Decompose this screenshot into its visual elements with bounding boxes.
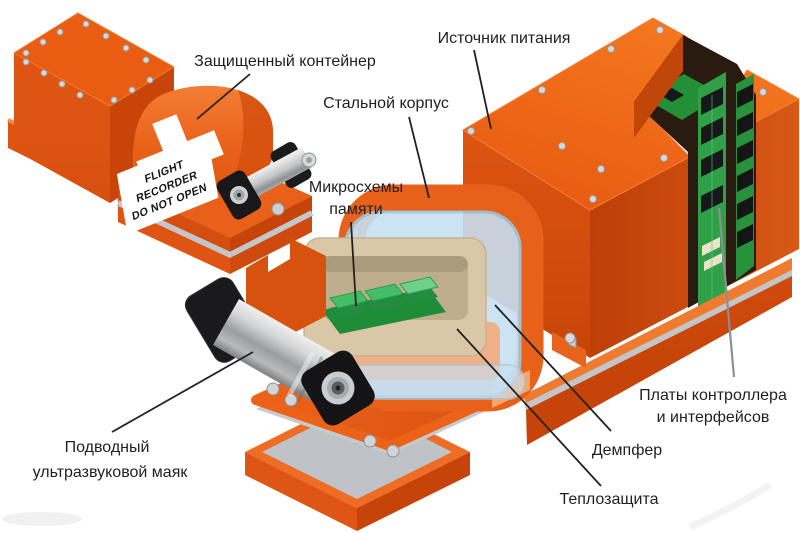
module-pedestal-right: [357, 452, 470, 531]
leader-heat-protection: [456, 328, 602, 487]
base-washer: [271, 202, 285, 216]
label-protected-container: Защищенный контейнер: [194, 53, 376, 70]
label-power-source: Источник питания: [438, 30, 571, 47]
cavity-shadow: [322, 256, 468, 272]
leader-underwater-beacon: [111, 351, 254, 433]
leader-controller-boards: [717, 207, 736, 378]
lug-bolt-head: [564, 332, 576, 344]
memory-chip: [399, 276, 439, 304]
label-damper: Демпфер: [592, 442, 662, 459]
container-left-face: [14, 53, 110, 203]
beacon-ring-highlight: [286, 350, 316, 398]
pedestal-metal-band: [524, 270, 792, 411]
assembled-recorder: FLIGHT RECORDER DO NOT OPEN: [116, 85, 317, 274]
label-memory-chips-2: памяти: [329, 201, 383, 218]
memory-chips-assembly: [322, 276, 446, 334]
power-source-box: [462, 17, 800, 445]
pedestal-front-face: [526, 276, 792, 445]
underwater-beacon-part: [184, 277, 375, 426]
container-top-face: [13, 12, 175, 107]
label-underwater-beacon-1: Подводный: [65, 439, 150, 456]
watermark: [2, 482, 772, 531]
beacon-disc-center: [335, 385, 341, 391]
leader-damper: [494, 304, 612, 432]
label-controller-boards-1: Платы контроллера: [639, 387, 787, 404]
leader-steel-case: [408, 116, 430, 199]
pcb-connector: [704, 253, 722, 271]
small-beacon-disc-center: [237, 193, 241, 197]
label-steel-case: Стальной корпус: [323, 95, 449, 112]
power-box-pedestal: [522, 258, 792, 445]
notch-inner-wall: [634, 35, 683, 138]
leader-power-source: [473, 49, 492, 130]
leader-memory-chips: [350, 221, 357, 307]
pcb-connector: [702, 237, 720, 256]
small-beacon-cap-center: [306, 157, 312, 163]
container-screws: [22, 20, 154, 104]
label-heat-protection: Теплозащита: [559, 491, 658, 508]
leader-protected-container: [196, 73, 251, 120]
leader-lines: [111, 49, 736, 487]
small-beacon: [216, 142, 317, 220]
module-plate-bolts: [266, 382, 400, 458]
board-compartment: [634, 35, 756, 316]
recorder-dome-shade: [228, 90, 273, 189]
module-pedestal-left: [245, 452, 357, 531]
diagram-labels: Защищенный контейнер Источник питания Ст…: [33, 30, 787, 508]
label-controller-boards-2: и интерфейсов: [657, 409, 770, 426]
label-underwater-beacon-2: ультразвуковой маяк: [33, 464, 189, 481]
pedestal-top-band: [522, 258, 792, 404]
recorder-base-lower-right: [230, 216, 312, 274]
mounting-lug: [552, 332, 586, 368]
pcb-ram-chips: [737, 84, 753, 248]
power-box-screws: [467, 26, 767, 203]
label-memory-chips-1: Микросхемы: [309, 179, 403, 196]
